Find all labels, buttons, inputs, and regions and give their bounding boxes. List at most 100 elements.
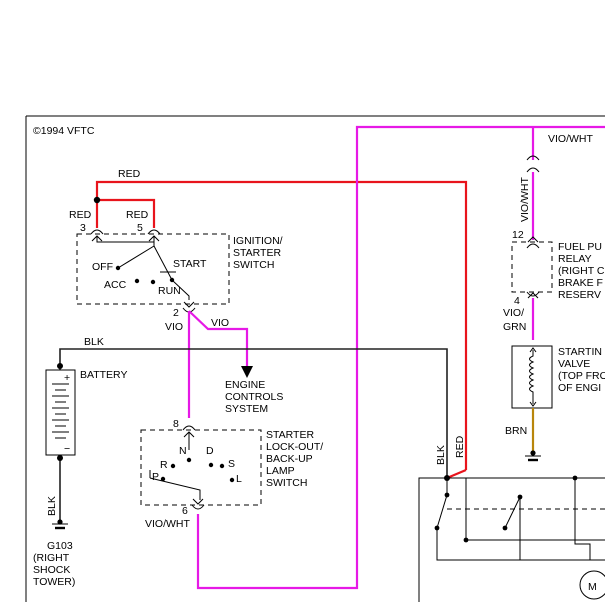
ign-label-off: OFF — [92, 261, 113, 273]
valve-coil-icon — [529, 347, 537, 407]
lockout-label-2: LOCK-OUT/ — [266, 441, 323, 453]
battery-label: BATTERY — [80, 369, 127, 381]
ign-label-run: RUN — [158, 285, 181, 297]
wire-label-vio-wht-vertical: VIO/WHT — [519, 177, 531, 222]
battery-cells — [52, 383, 69, 439]
ground-dot — [57, 519, 63, 525]
lockout-label-1: STARTER — [266, 429, 314, 441]
battery-case — [45, 369, 76, 456]
wire-label-vio-grn-2: GRN — [503, 321, 526, 333]
red-wire-group — [93, 180, 468, 480]
pin-label-12: 12 — [512, 229, 524, 241]
vio-wht-bottom — [196, 125, 605, 590]
wire-label-blk-right: BLK — [435, 445, 447, 465]
ground-line-3: TOWER) — [33, 576, 75, 588]
lock-contact-n — [186, 457, 192, 463]
connector-4 — [526, 291, 540, 299]
lock-contact-l — [229, 477, 235, 483]
fuel-relay-label-5: RESERV — [558, 289, 601, 301]
ground-right-dot — [530, 450, 536, 456]
motor-icon — [579, 570, 605, 600]
starting-valve-label-2: VALVE — [558, 358, 590, 370]
wire-label-red-5: RED — [126, 209, 149, 221]
pin-label-5: 5 — [137, 222, 143, 234]
wire-label-vio-wht-top: VIO/WHT — [548, 133, 593, 145]
ignition-switch-box — [76, 233, 230, 305]
fuel-relay-label-4: BRAKE F — [558, 277, 603, 289]
wire-label-vio-grn-1: VIO/ — [503, 307, 524, 319]
blk-splice-bottom — [57, 455, 63, 461]
wire-label-red-3: RED — [69, 209, 92, 221]
lock-label-l: L — [236, 473, 242, 485]
connector-relay-top — [526, 155, 540, 173]
diagram-frame — [25, 115, 605, 602]
blk-splice-battery — [57, 363, 63, 369]
battery-plus: + — [64, 372, 70, 384]
starter-node-6 — [572, 475, 578, 481]
lockout-label-4: LAMP — [266, 465, 295, 477]
wire-label-brn: BRN — [505, 425, 527, 437]
battery-minus: − — [64, 443, 70, 455]
starting-valve-box — [511, 345, 553, 409]
copyright-label: ©1994 VFTC — [33, 125, 95, 137]
ign-output — [171, 279, 190, 300]
lock-label-d: D — [206, 445, 214, 457]
starting-valve-label-3: (TOP FRO — [558, 370, 605, 382]
ign-label-acc: ACC — [104, 279, 127, 291]
connector-12 — [526, 236, 540, 249]
starter-relay-frame — [418, 477, 605, 602]
connector-6 — [191, 498, 205, 510]
starter-node-5 — [463, 537, 469, 543]
lockout-switch — [140, 425, 262, 510]
wire-label-blk-top: BLK — [84, 336, 104, 348]
ground-id: G103 — [47, 540, 73, 552]
fuel-pump-relay — [511, 236, 553, 299]
starting-valve-label-1: STARTIN — [558, 346, 602, 358]
lockout-switch-box — [140, 429, 262, 506]
ground-icon — [52, 519, 68, 530]
pin-label-3: 3 — [80, 222, 86, 234]
lock-contact-p — [160, 476, 166, 482]
starting-valve — [511, 345, 553, 409]
red-wire-right-end — [446, 468, 467, 480]
lockout-internal — [149, 432, 201, 500]
wire-label-blk-ground: BLK — [46, 496, 58, 516]
starting-valve-label-4: OF ENGI — [558, 382, 601, 394]
blk-wire-top — [59, 348, 448, 478]
lock-label-n: N — [179, 445, 187, 457]
ign-contact-acc — [134, 278, 140, 284]
ignition-label-2: STARTER — [233, 247, 281, 259]
ignition-label-3: SWITCH — [233, 259, 274, 271]
pin-label-6: 6 — [182, 505, 188, 517]
engine-controls-3: SYSTEM — [225, 403, 268, 415]
vio-wire-branch — [188, 310, 249, 366]
engine-controls-arrow — [241, 366, 253, 378]
pin-label-8: 8 — [173, 418, 179, 430]
lock-label-p: P — [152, 471, 159, 483]
red-splice — [93, 196, 101, 204]
wire-label-vio-wht-bottom: VIO/WHT — [145, 518, 190, 530]
ign-label-start: START — [173, 258, 207, 270]
starter-node-3 — [517, 494, 523, 500]
fuel-relay-label-1: FUEL PU — [558, 241, 602, 253]
engine-controls-1: ENGINE — [225, 379, 265, 391]
red-wire-top — [95, 180, 468, 470]
ign-contact-off — [115, 265, 121, 271]
wire-label-vio: VIO — [165, 321, 183, 333]
engine-controls-2: CONTROLS — [225, 391, 283, 403]
lock-contact-s — [219, 463, 225, 469]
blk-wire-group — [57, 348, 450, 520]
starter-node-1 — [444, 492, 450, 498]
starter-node-2 — [434, 525, 440, 531]
starter-relay-wiring — [436, 478, 605, 561]
battery-icon — [45, 369, 76, 456]
lock-label-s: S — [228, 458, 235, 470]
red-wire-5 — [97, 198, 156, 228]
ignition-label-1: IGNITION/ — [233, 235, 283, 247]
wire-label-vio-branch: VIO — [211, 317, 229, 329]
lock-contact-r — [170, 463, 176, 469]
lockout-label-5: SWITCH — [266, 477, 307, 489]
wire-label-red-top: RED — [118, 168, 141, 180]
pin-label-2: 2 — [173, 307, 179, 319]
